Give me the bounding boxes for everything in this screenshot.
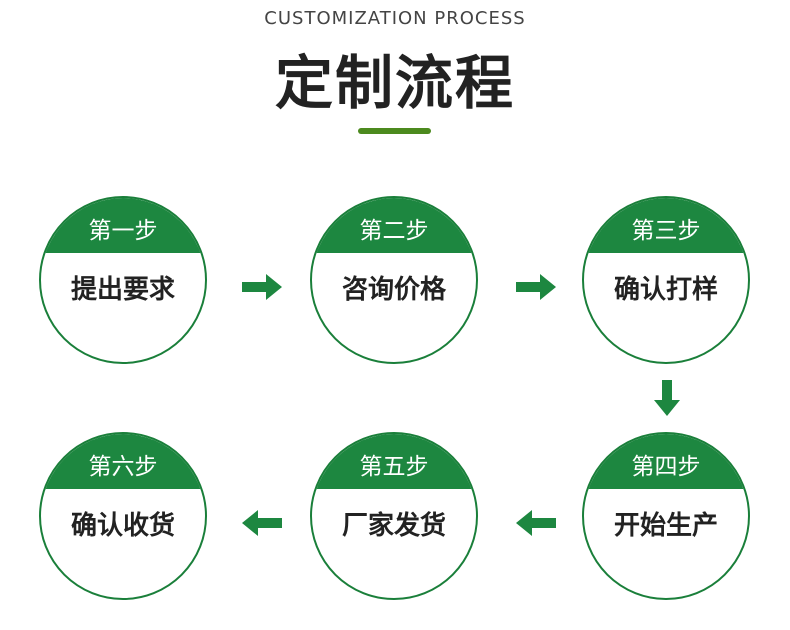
page-title: 定制流程 <box>274 49 515 117</box>
arrow-down-icon <box>654 380 680 416</box>
step-6-label: 确认收货 <box>70 511 175 541</box>
step-5-label: 厂家发货 <box>341 511 446 541</box>
title-divider <box>358 128 431 134</box>
step-6: 第六步 确认收货 <box>39 432 207 600</box>
arrow-right-icon <box>516 274 556 300</box>
step-6-caption: 第六步 <box>41 434 205 489</box>
step-2-caption: 第二步 <box>312 198 476 253</box>
step-2: 第二步 咨询价格 <box>310 196 478 364</box>
subtitle: CUSTOMIZATION PROCESS <box>264 8 526 29</box>
step-4-label: 开始生产 <box>613 511 718 541</box>
step-5-caption: 第五步 <box>312 434 476 489</box>
step-3: 第三步 确认打样 <box>582 196 750 364</box>
arrow-left-icon <box>516 510 556 536</box>
arrow-left-icon <box>242 510 282 536</box>
step-1-caption: 第一步 <box>41 198 205 253</box>
step-1: 第一步 提出要求 <box>39 196 207 364</box>
step-2-label: 咨询价格 <box>341 275 446 305</box>
step-3-caption: 第三步 <box>584 198 748 253</box>
arrow-right-icon <box>242 274 282 300</box>
step-1-label: 提出要求 <box>70 275 175 305</box>
step-4: 第四步 开始生产 <box>582 432 750 600</box>
step-4-caption: 第四步 <box>584 434 748 489</box>
step-3-label: 确认打样 <box>613 275 718 305</box>
step-5: 第五步 厂家发货 <box>310 432 478 600</box>
